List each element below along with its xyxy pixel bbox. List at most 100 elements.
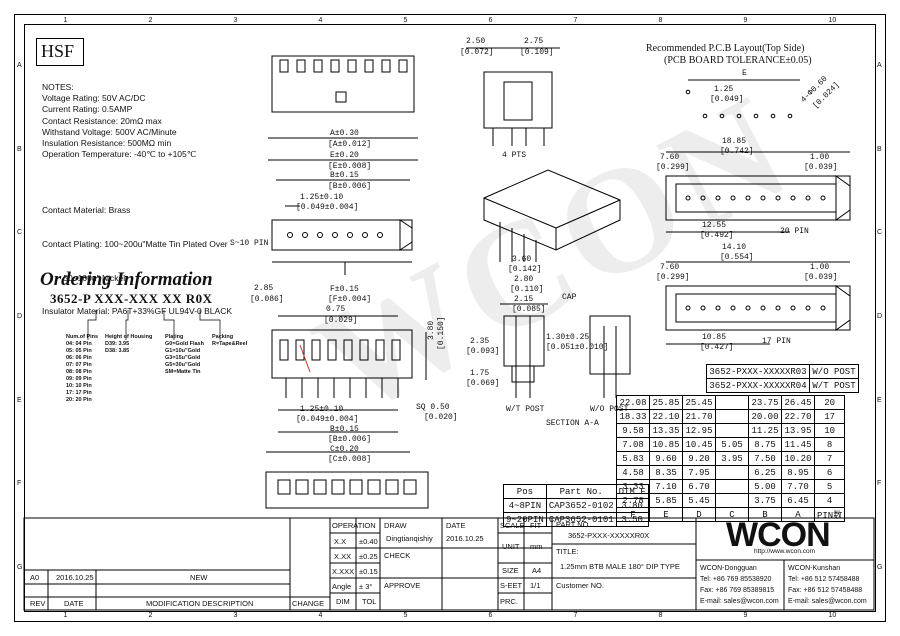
customer-label: Customer NO. — [556, 581, 604, 590]
office-name: WCON-Dongguan — [700, 565, 757, 572]
column-number: 4 — [318, 17, 323, 24]
dim-label: [0.086] — [250, 295, 284, 304]
ordering-col-height: Height of Housing D39: 3.95 D38: 3.85 — [105, 334, 152, 355]
dim-label: 7.60 — [660, 263, 680, 272]
tol-row: ±0.40 — [359, 537, 378, 546]
rev-head: REV — [30, 599, 46, 608]
ordering-col-pins: Num.of Pins 04: 04 Pin 05: 05 Pin 06: 06… — [66, 334, 98, 404]
dim-label: W/T POST — [506, 405, 545, 414]
material-line: Contact Plating: 100~200u"Matte Tin Plat… — [42, 239, 228, 250]
ordering-option: D38: 3.85 — [105, 348, 130, 354]
ordering-option: 07: 07 Pin — [66, 362, 92, 368]
column-number: 3 — [233, 612, 238, 619]
dim-label: S~10 PIN — [230, 239, 269, 248]
bottom-pins — [285, 378, 399, 398]
dim-label: [0.742] — [720, 147, 754, 156]
note-line: Voltage Rating: 50V AC/DC — [42, 93, 146, 104]
ordering-option: 06: 06 Pin — [66, 355, 92, 361]
unit-label: UNIT — [502, 542, 520, 551]
drawing-inner-frame — [24, 24, 876, 612]
dim-label: [0.049] — [710, 95, 744, 104]
office-mail: E-mail: sales@wcon.com — [700, 598, 779, 605]
dim-label: 1.00 — [810, 263, 830, 272]
column-number: 6 — [488, 612, 493, 619]
row-letter: B — [17, 145, 22, 153]
dim-label: [0.492] — [700, 231, 734, 240]
row-letter: D — [877, 313, 883, 320]
draw-label: DRAW — [384, 521, 407, 530]
dim-label: 7.60 — [660, 153, 680, 162]
note-line: Withstand Voltage: 500V AC/Minute — [42, 126, 177, 137]
bottom-view-body — [265, 471, 429, 509]
dim-label: [0.299] — [656, 273, 690, 282]
ordering-option: 09: 09 Pin — [66, 376, 92, 382]
rev-head: DATE — [64, 599, 84, 608]
rev-desc: NEW — [190, 573, 208, 582]
tol-row: X.X — [334, 537, 347, 546]
office-name: WCON-Kunshan — [788, 565, 841, 572]
dim-label: SECTION A-A — [546, 419, 599, 428]
note-line: Operation Temperature: -40℃ to +105℃ — [42, 149, 197, 160]
office-mail: E-mail: sales@wcon.com — [788, 598, 867, 605]
column-number: 9 — [743, 17, 748, 24]
dim-label: [0.072] — [460, 48, 494, 57]
column-number: 7 — [573, 612, 578, 619]
ordering-option: R=Tape&Reel — [212, 341, 248, 347]
title-value: 1.25mm BTB MALE 180° DIP TYPE — [560, 562, 680, 571]
operation-label: OPERATION — [332, 521, 376, 530]
ordering-option: 10: 10 Pin — [66, 383, 92, 389]
ordering-leader-lines — [87, 310, 221, 340]
dim-label: [F±0.004] — [328, 295, 372, 304]
office-fax: Fax: +86 512 57458488 — [788, 587, 863, 594]
dim-label: [B±0.006] — [328, 182, 372, 191]
dim-label: [A±0.012] — [328, 140, 372, 149]
dim-label: B±0.15 — [330, 171, 359, 180]
dim-label: 2.80 — [514, 275, 534, 284]
material-line: Insulator Material: PA6T+33%GF UL94V-0 B… — [42, 306, 233, 317]
tol-row: ± 3° — [359, 582, 373, 591]
dim-label: 18.85 — [722, 137, 747, 146]
row-letter: B — [877, 145, 882, 153]
kunshan-contact: WCON-Kunshan Tel: +86 512 57458488 Fax: … — [788, 563, 867, 607]
row-letter: E — [877, 396, 882, 404]
front-view-body — [271, 55, 415, 113]
column-number: 3 — [233, 17, 238, 24]
material-block: Contact Material: Brass Contact Plating:… — [42, 183, 232, 329]
dim-label: 3.60 — [512, 255, 532, 264]
dim-label: 1.25 — [714, 85, 734, 94]
row-letter: A — [877, 61, 882, 69]
drawing-outer-frame — [14, 14, 886, 622]
part-no-value: 3652-PXXX-XXXXXR0X — [568, 531, 650, 540]
note-line: Contact Resistance: 20mΩ max — [42, 115, 162, 126]
hsf-badge — [36, 38, 84, 66]
dim-label: [B±0.006] — [328, 435, 372, 444]
column-number: 9 — [743, 612, 748, 619]
dim-label: E — [742, 69, 747, 78]
ordering-option: D39: 3.95 — [105, 341, 130, 347]
dongguan-contact: WCON-Dongguan Tel: +86 769 85538920 Fax:… — [700, 563, 779, 607]
dim-label: 1.25±0.10 — [300, 405, 344, 414]
tol-row: ±0.15 — [359, 567, 378, 576]
bottom-front-view — [271, 329, 413, 379]
tol-row: Angle — [332, 582, 352, 591]
ordering-option: 20: 20 Pin — [66, 397, 92, 403]
dim-label: [0.029] — [324, 316, 358, 325]
hsf-label: HSF — [41, 41, 75, 61]
pcb-layout-title: Recommended P.C.B Layout(Top Side) — [646, 43, 805, 54]
dim-label: CAP — [562, 293, 577, 302]
ordering-col-head: Num.of Pins — [66, 334, 99, 340]
ordering-col-head: Height of Housing — [105, 334, 153, 340]
ordering-option: 04: 04 Pin — [66, 341, 92, 347]
sheet-label: S-EET — [500, 581, 523, 590]
dim-label: 4 PTS — [502, 151, 527, 160]
dim-label: W/O POST — [590, 405, 629, 414]
row-letter: F — [877, 480, 882, 488]
column-number: 2 — [148, 612, 153, 619]
